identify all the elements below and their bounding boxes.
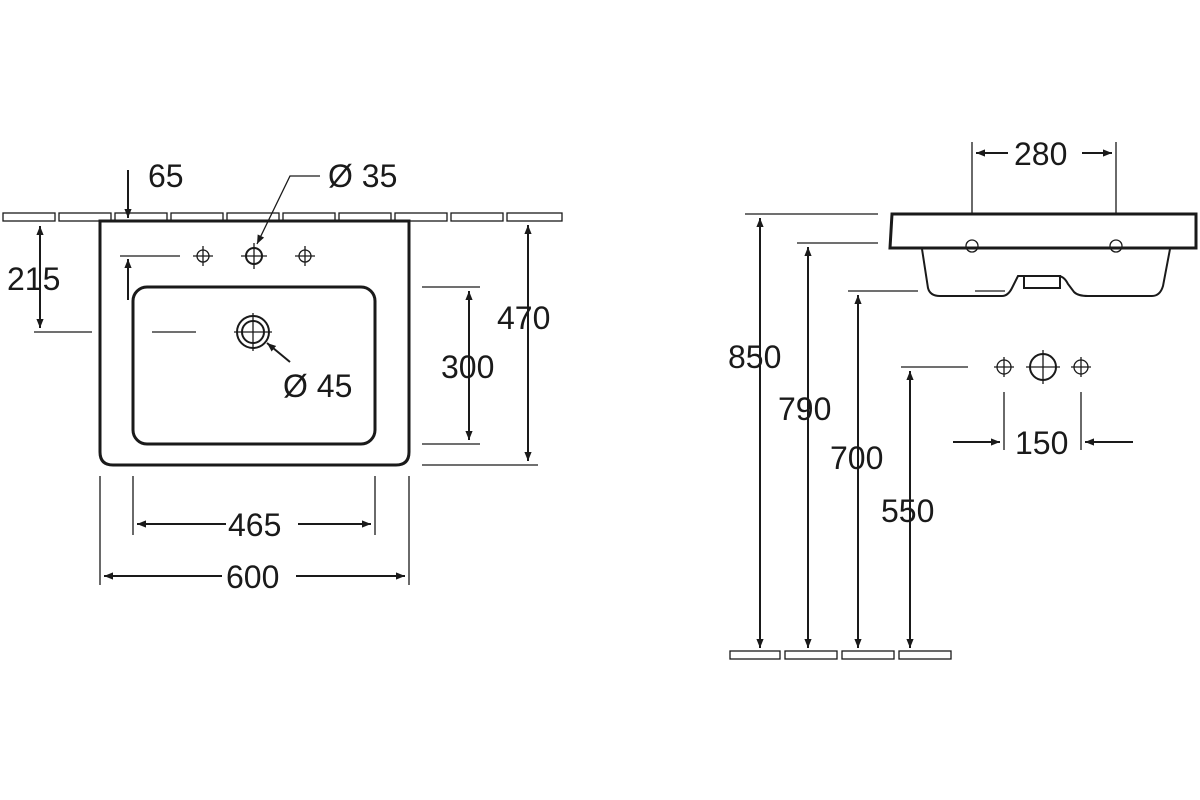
tap-hole-right-side	[1071, 357, 1091, 377]
tap-hole-group-side	[994, 350, 1091, 384]
bowl-depth-label: 300	[441, 349, 494, 385]
rim-height-label: 850	[728, 339, 781, 375]
tap-hole-markers	[193, 243, 315, 269]
drain-hole-leader	[266, 342, 291, 363]
drain-diameter-label: Ø 45	[283, 368, 352, 404]
underside-height-label: 700	[830, 440, 883, 476]
tap-spacing-label: 150	[1015, 425, 1068, 461]
side-view: 280 850 790 700 550	[728, 136, 1198, 660]
tap-hole-left-marker	[193, 246, 213, 266]
total-depth-label: 470	[497, 300, 550, 336]
wall-tiles-top	[2, 212, 563, 222]
tap-offset-label: 65	[148, 158, 184, 194]
total-width-label: 600	[226, 559, 279, 595]
basin-side-profile	[888, 212, 1198, 297]
floor-tiles	[729, 650, 952, 660]
tap-hole-leader	[256, 175, 320, 245]
bowl-outline	[131, 285, 377, 446]
depth-to-bowl-label: 215	[7, 261, 60, 297]
top-view: 65 Ø 35 Ø 45 215 300 470 465 600	[2, 158, 563, 595]
tap-hole-center-side	[1026, 350, 1060, 384]
hole-spacing-label: 280	[1014, 136, 1067, 172]
tap-hole-left-side	[994, 357, 1014, 377]
bowl-bottom-height-label: 790	[778, 391, 831, 427]
tap-hole-center	[241, 243, 267, 269]
drain-hole	[152, 313, 272, 351]
tap-hole-right-marker	[295, 246, 315, 266]
waste-height-label: 550	[881, 493, 934, 529]
tap-hole-diameter-label: Ø 35	[328, 158, 397, 194]
bowl-width-label: 465	[228, 507, 281, 543]
